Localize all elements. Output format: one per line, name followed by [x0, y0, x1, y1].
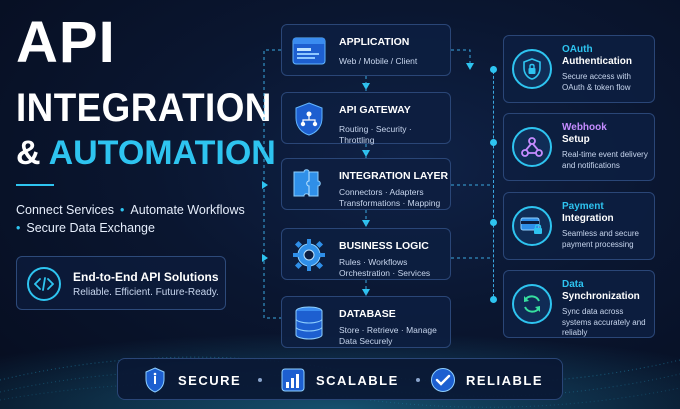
card-desc: Real-time event delivery and notificatio…: [562, 150, 648, 170]
step-desc: Rules · Workflows Orchestration · Servic…: [339, 257, 431, 278]
hero-bullet-row-2: • Secure Data Exchange: [16, 219, 256, 237]
badge-reliable: RELIABLE: [430, 367, 543, 393]
bottom-badge-bar: SECURE SCALABLE RELIABLE: [117, 358, 563, 400]
sync-icon: [512, 284, 552, 324]
step-title: APPLICATION: [339, 36, 410, 48]
solutions-subtitle: Reliable. Efficient. Future-Ready.: [73, 287, 219, 298]
solutions-title: End-to-End API Solutions: [73, 270, 219, 284]
rail-dot: [490, 139, 497, 146]
card-desc: Sync data across systems accurately and …: [562, 307, 646, 337]
check-circle-icon: [430, 367, 456, 393]
card-title: Synchronization: [562, 291, 640, 302]
step-desc: Store · Retrieve · Manage Data Securely: [339, 325, 437, 346]
badge-label: SECURE: [178, 372, 242, 388]
card-desc: Secure access with OAuth & token flow: [562, 72, 631, 92]
hero-bullets: Connect Services • Automate Workflows • Sec…: [16, 201, 256, 237]
separator-dot: [416, 378, 420, 382]
separator-dot: [258, 378, 262, 382]
step-title: INTEGRATION LAYER: [339, 170, 449, 182]
bullet-secure-data-exchange: Secure Data Exchange: [26, 221, 155, 235]
puzzle-icon: [290, 166, 328, 204]
rail-dot: [490, 66, 497, 73]
flow-step-integration-layer: INTEGRATION LAYER Connectors · Adapters …: [281, 158, 451, 210]
hero-title-api: API: [16, 10, 116, 75]
step-desc: Routing · Security · Throttling: [339, 124, 412, 145]
badge-scalable: SCALABLE: [280, 367, 399, 393]
card-title-accent: Payment: [562, 201, 604, 212]
bullet-connect-services: Connect Services: [16, 203, 114, 217]
bullet-dot: •: [119, 203, 125, 217]
badge-label: SCALABLE: [316, 372, 399, 388]
hero-title-automation: &AUTOMATION: [16, 136, 276, 170]
badge-label: RELIABLE: [466, 372, 543, 388]
database-icon: [290, 304, 328, 342]
card-title-accent: Data: [562, 279, 584, 290]
bullet-automate-workflows: Automate Workflows: [130, 203, 245, 217]
step-desc: Web / Mobile / Client: [339, 56, 418, 66]
card-title: Authentication: [562, 56, 632, 67]
flow-step-api-gateway: API GATEWAY Routing · Security · Throttl…: [281, 92, 451, 145]
step-title: API GATEWAY: [339, 104, 411, 116]
feature-card-oauth: OAuth Authentication Secure access with …: [503, 35, 655, 103]
shield-lock-icon: [512, 49, 552, 89]
bullet-dot: •: [16, 221, 21, 235]
card-title-accent: OAuth: [562, 44, 593, 55]
feature-card-webhook: Webhook Setup Real-time event delivery a…: [503, 113, 655, 181]
flow-step-database: DATABASE Store · Retrieve · Manage Data …: [281, 296, 451, 348]
shield-network-icon: [290, 100, 328, 138]
webhook-icon: [512, 127, 552, 167]
code-brackets-icon: [27, 267, 61, 301]
hero-title-automation-word: AUTOMATION: [48, 134, 276, 172]
rail-dot: [490, 296, 497, 303]
step-desc: Connectors · Adapters Transformations · …: [339, 187, 441, 208]
credit-card-lock-icon: [512, 206, 552, 246]
step-title: DATABASE: [339, 308, 396, 320]
shield-check-icon: [142, 367, 168, 393]
hero-title-ampersand: &: [16, 134, 41, 172]
browser-window-icon: [290, 32, 328, 70]
hero-bullet-row-1: Connect Services • Automate Workflows: [16, 201, 256, 219]
gear-icon: [290, 236, 328, 274]
card-title: Integration: [562, 213, 614, 224]
feature-card-data-sync: Data Synchronization Sync data across sy…: [503, 270, 655, 338]
card-title: Setup: [562, 134, 590, 145]
step-title: BUSINESS LOGIC: [339, 240, 429, 252]
feature-rail: [493, 66, 494, 302]
hero-divider: [16, 184, 54, 186]
bar-chart-icon: [280, 367, 306, 393]
feature-card-payment: Payment Integration Seamless and secure …: [503, 192, 655, 260]
solutions-box: End-to-End API Solutions Reliable. Effic…: [16, 256, 226, 310]
card-desc: Seamless and secure payment processing: [562, 229, 639, 249]
card-title-accent: Webhook: [562, 122, 607, 133]
rail-dot: [490, 219, 497, 226]
flow-step-business-logic: BUSINESS LOGIC Rules · Workflows Orchest…: [281, 228, 451, 280]
badge-secure: SECURE: [142, 367, 241, 393]
hero-title-integration: INTEGRATION: [16, 86, 272, 130]
flow-step-application: APPLICATION Web / Mobile / Client: [281, 24, 451, 76]
